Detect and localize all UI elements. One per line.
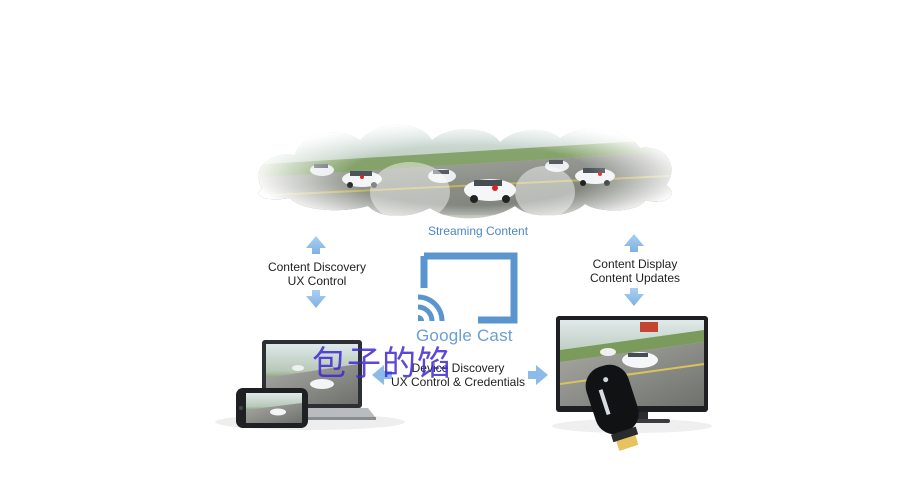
streaming-cloud [250, 120, 690, 230]
left-label-line-1: Content Discovery [250, 260, 384, 274]
right-label-line-2: Content Updates [565, 271, 705, 285]
streaming-content-text: Streaming Content [400, 224, 556, 238]
left-label-line-2: UX Control [250, 274, 384, 288]
cast-icon [418, 256, 514, 321]
content-discovery-label: Content Discovery UX Control [250, 260, 384, 288]
content-display-label: Content Display Content Updates [565, 257, 705, 285]
streaming-content-label: Streaming Content [400, 224, 556, 238]
watermark-text: 包子的馅 [312, 336, 452, 385]
phone [236, 388, 308, 428]
right-label-line-1: Content Display [565, 257, 705, 271]
